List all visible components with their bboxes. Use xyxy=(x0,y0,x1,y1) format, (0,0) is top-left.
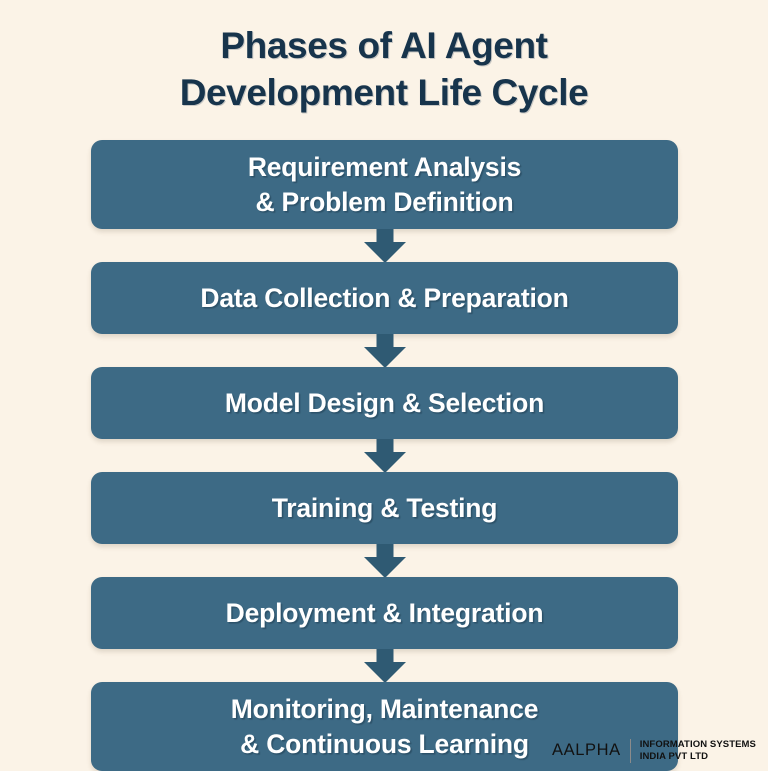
arrow-head xyxy=(363,662,406,683)
flow-step-3-label: Model Design & Selection xyxy=(224,387,545,418)
flow-connector-5 xyxy=(91,649,678,683)
brand-name: AALPHA xyxy=(552,741,621,760)
arrow-down-icon xyxy=(363,439,406,473)
flow-connector-3 xyxy=(91,439,678,473)
flow-step-6[interactable]: Monitoring, Maintenance & Continuous Lea… xyxy=(91,682,678,771)
arrow-stem xyxy=(376,334,393,349)
page-title-line-1: Phases of AI Agent xyxy=(220,25,548,66)
brand-tagline: INFORMATION SYSTEMS INDIA PVT LTD xyxy=(639,738,756,762)
flow-connector-4 xyxy=(91,544,678,578)
arrow-head xyxy=(363,452,406,473)
lifecycle-flowchart: Requirement Analysis & Problem Definitio… xyxy=(91,140,678,771)
arrow-head xyxy=(363,557,406,578)
arrow-stem xyxy=(376,649,393,664)
page-title: Phases of AI Agent Development Life Cycl… xyxy=(0,22,768,117)
flow-connector-2 xyxy=(91,334,678,368)
arrow-down-icon xyxy=(363,544,406,578)
logo-divider xyxy=(629,738,631,763)
flow-step-5-label: Deployment & Integration xyxy=(225,597,544,628)
arrow-down-icon xyxy=(363,229,406,263)
arrow-stem xyxy=(376,229,393,244)
arrow-down-icon xyxy=(363,334,406,368)
flow-step-1-label: Requirement Analysis & Problem Definitio… xyxy=(247,151,522,217)
flow-step-1[interactable]: Requirement Analysis & Problem Definitio… xyxy=(91,140,678,229)
arrow-head xyxy=(363,347,406,368)
arrow-stem xyxy=(376,439,393,454)
arrow-head xyxy=(363,242,406,263)
flow-connector-1 xyxy=(91,229,678,263)
footer-logo: AALPHA INFORMATION SYSTEMS INDIA PVT LTD xyxy=(552,739,756,763)
flow-step-4[interactable]: Training & Testing xyxy=(91,472,678,544)
flow-step-6-label: Monitoring, Maintenance & Continuous Lea… xyxy=(230,693,539,759)
arrow-stem xyxy=(376,544,393,559)
flow-step-4-label: Training & Testing xyxy=(271,492,498,523)
flow-step-5[interactable]: Deployment & Integration xyxy=(91,577,678,649)
flow-step-2-label: Data Collection & Preparation xyxy=(200,282,569,313)
flow-step-3[interactable]: Model Design & Selection xyxy=(91,367,678,439)
page-title-line-2: Development Life Cycle xyxy=(179,72,589,114)
flow-step-2[interactable]: Data Collection & Preparation xyxy=(91,262,678,334)
arrow-down-icon xyxy=(363,649,406,683)
